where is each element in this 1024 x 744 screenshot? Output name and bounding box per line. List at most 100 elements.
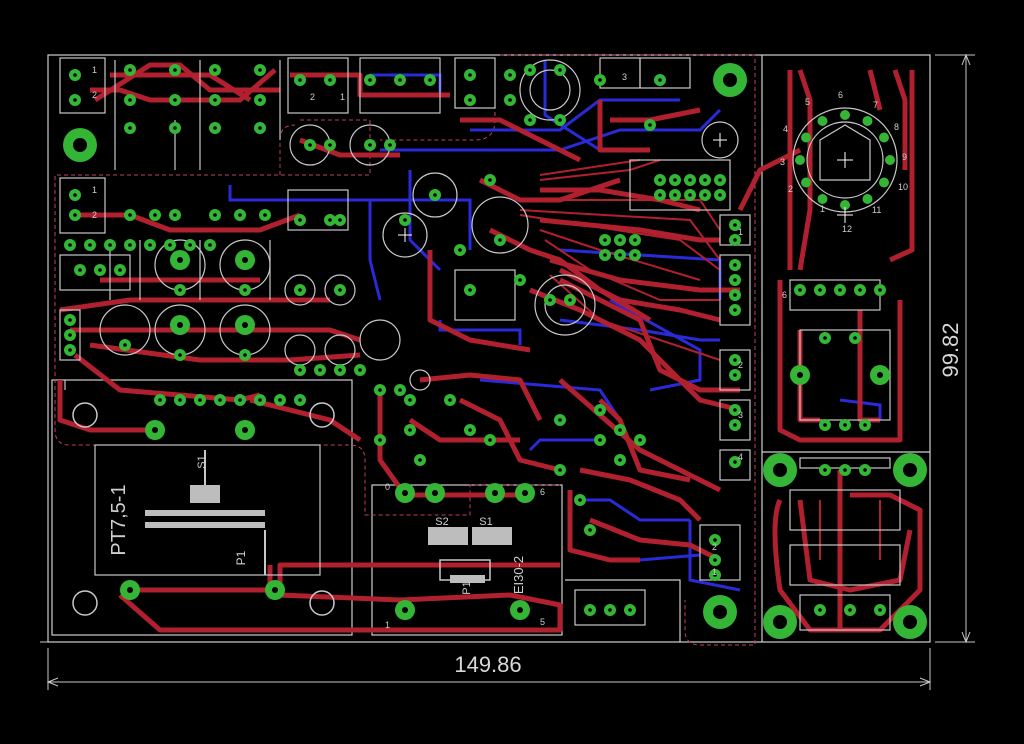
pad-drill xyxy=(408,398,412,402)
pad-drill xyxy=(733,278,737,282)
pad-drill xyxy=(633,238,637,242)
pad-drill xyxy=(378,388,382,392)
pad-drill xyxy=(528,118,532,122)
svg-text:1: 1 xyxy=(340,92,345,102)
pad-drill xyxy=(173,126,177,130)
pad-drill xyxy=(598,78,602,82)
pad-drill xyxy=(118,268,122,272)
svg-text:5: 5 xyxy=(805,97,810,107)
pad-drill xyxy=(298,78,302,82)
svg-text:10: 10 xyxy=(898,182,908,192)
transformer-1-body xyxy=(94,444,321,576)
pad-drill xyxy=(128,126,132,130)
pad-drill xyxy=(843,468,847,472)
pad-drill xyxy=(178,398,182,402)
pad-drill xyxy=(218,398,222,402)
pad-drill xyxy=(488,438,492,442)
p1-label-a: P1 xyxy=(234,550,248,565)
pad-drill xyxy=(243,353,247,357)
svg-text:3: 3 xyxy=(622,72,627,82)
silkscreen xyxy=(59,57,901,631)
pad-drill xyxy=(797,372,803,378)
pad-drill xyxy=(713,538,717,542)
pad-drill xyxy=(128,98,132,102)
pad-drill xyxy=(242,322,248,328)
pad-drill xyxy=(338,288,342,292)
pad-drill xyxy=(177,257,183,263)
pad-drill xyxy=(68,243,72,247)
pad-drill xyxy=(428,78,432,82)
pad-drill xyxy=(338,368,342,372)
pad-drill xyxy=(298,288,302,292)
pad-drill xyxy=(648,123,652,127)
pad-drill xyxy=(688,193,692,197)
svg-text:1: 1 xyxy=(820,204,825,214)
pad-drill xyxy=(238,213,242,217)
p1-label-b: P1 xyxy=(461,581,473,594)
pad-drill xyxy=(468,428,472,432)
pad-drill xyxy=(68,318,72,322)
pad-drill xyxy=(433,193,437,197)
pad-drill xyxy=(618,238,622,242)
pad-drill xyxy=(518,278,522,282)
svg-text:9: 9 xyxy=(902,152,907,162)
svg-text:3: 3 xyxy=(780,157,785,167)
pad-drill xyxy=(258,98,262,102)
rotary-switch-pads xyxy=(795,110,895,210)
pad-drill xyxy=(173,68,177,72)
pad-drill xyxy=(278,398,282,402)
pad-drill xyxy=(658,193,662,197)
pad-drill xyxy=(618,253,622,257)
pad-drill xyxy=(328,143,332,147)
pad-drill xyxy=(123,343,127,347)
pad-drill xyxy=(258,126,262,130)
pad-drill xyxy=(263,213,267,217)
rotary-pad xyxy=(801,132,811,143)
pad-drill xyxy=(733,263,737,267)
board-outline xyxy=(47,54,931,643)
pad-drill xyxy=(68,348,72,352)
rotary-pad xyxy=(879,132,889,143)
rotary-pad xyxy=(885,155,895,165)
pad-drill xyxy=(178,353,182,357)
pad-drill xyxy=(338,218,342,222)
pad-drill xyxy=(78,268,82,272)
rotary-pad xyxy=(817,116,828,126)
pad-drill xyxy=(368,143,372,147)
pad-drill xyxy=(432,490,438,496)
svg-text:1: 1 xyxy=(712,567,717,577)
pad-drill xyxy=(458,248,462,252)
pad-drill xyxy=(798,288,802,292)
pad-drill xyxy=(488,178,492,182)
pad-drill xyxy=(703,178,707,182)
pad-drill xyxy=(158,398,162,402)
pad-drill xyxy=(73,98,77,102)
svg-text:11: 11 xyxy=(872,205,881,215)
pad-drill xyxy=(528,68,532,72)
pad-drill xyxy=(558,468,562,472)
pad-drill xyxy=(198,398,202,402)
pad-drill xyxy=(733,238,737,242)
pad-drill xyxy=(588,608,592,612)
s1-label-a: S1 xyxy=(196,455,208,468)
transformer-1-label: PT7,5-1 xyxy=(108,484,130,555)
dimension-width-label: 149.86 xyxy=(454,652,521,677)
crosshair-symbols xyxy=(398,133,853,242)
pad-drill xyxy=(127,587,133,593)
pad-drill xyxy=(128,243,132,247)
pad-drill xyxy=(838,288,842,292)
pad-drill xyxy=(243,288,247,292)
pad-drill xyxy=(188,243,192,247)
pad-drill xyxy=(733,358,737,362)
pad-drill xyxy=(733,408,737,412)
pad-drill xyxy=(152,427,158,433)
mounting-hole-drills xyxy=(73,73,917,629)
pad-drill xyxy=(468,73,472,77)
pad-drill xyxy=(418,458,422,462)
svg-text:1: 1 xyxy=(92,185,97,195)
pad-drill xyxy=(358,368,362,372)
pad-drill xyxy=(588,528,592,532)
pad-drill xyxy=(173,98,177,102)
pad-drill xyxy=(608,608,612,612)
